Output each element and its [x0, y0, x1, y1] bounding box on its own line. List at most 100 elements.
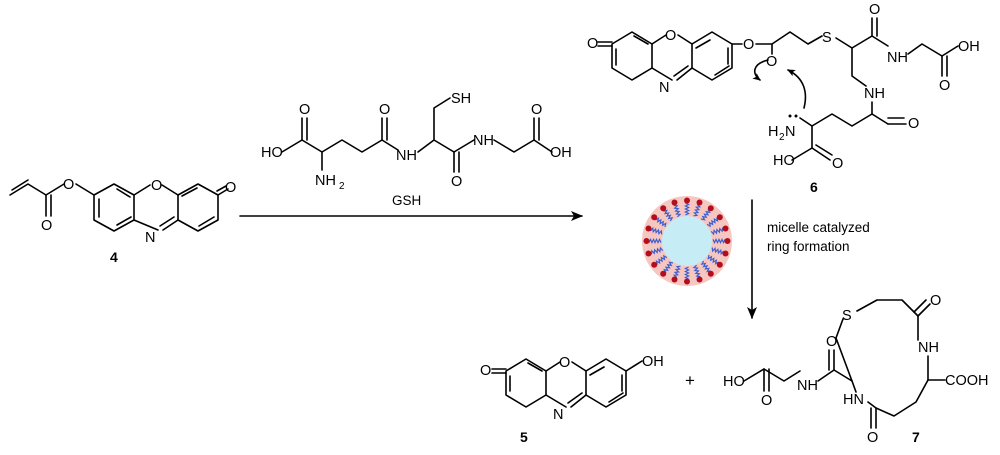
atom-label: O — [63, 177, 74, 193]
atom-label: O — [587, 36, 598, 52]
micelle-surfactant-head — [716, 261, 723, 268]
micelle-surfactant-tail — [692, 264, 701, 278]
atom-label: OH — [958, 39, 980, 55]
micelle-surfactant-tail — [683, 266, 691, 280]
atom-label: O — [869, 2, 880, 18]
micelle-surfactant-tail — [700, 209, 711, 221]
micelle-surfactant-head — [684, 197, 690, 204]
atom-label: N — [785, 124, 795, 140]
atom-label: OH — [642, 354, 664, 370]
micelle-surfactant-tail — [672, 265, 681, 279]
atom-label: O — [939, 78, 950, 94]
micelle-surfactant-tail — [663, 261, 674, 273]
compound-6-number: 6 — [810, 179, 818, 195]
micelle-surfactant-tail — [650, 246, 664, 255]
micelle-surfactant-head — [645, 225, 652, 232]
atom-subscript: 2 — [779, 132, 785, 143]
atom-label: NH — [918, 340, 939, 356]
atom-label: O — [531, 102, 542, 118]
micelle-core — [662, 216, 712, 266]
nucleophilic-attack-arrow — [787, 69, 807, 109]
atom-label: NH — [473, 133, 494, 149]
micelle-surfactant-head — [645, 250, 652, 257]
atom-label: O — [151, 178, 162, 194]
compound-7-number: 7 — [912, 429, 920, 445]
micelle-surfactant-tail — [700, 260, 711, 273]
atom-label: O — [761, 393, 772, 409]
atom-label: O — [299, 102, 310, 118]
micelle-surfactant-tail — [693, 203, 702, 217]
process-label-line1: micelle catalyzed — [767, 220, 870, 235]
compound-5-number: 5 — [520, 429, 528, 445]
atom-label: O — [451, 174, 462, 190]
atom-label: NH — [396, 148, 417, 164]
micelle-surfactant-head — [696, 276, 703, 283]
atom-label: HO — [723, 374, 745, 390]
micelle-surfactant-head — [696, 199, 703, 206]
micelle-surfactant-head — [722, 250, 729, 257]
compound-7-structure: HO O NH O S O NH COOH O HN 7 — [723, 293, 989, 446]
atom-label: O — [930, 293, 941, 309]
micelle-surfactant-tail — [707, 254, 719, 265]
atom-label: HN — [843, 392, 864, 408]
atom-label: NH — [887, 50, 908, 66]
micelle-surfactant-head — [643, 238, 650, 244]
micelle-surfactant-tail — [711, 247, 725, 256]
micelle-illustration — [642, 196, 732, 286]
micelle-surfactant-tail — [648, 237, 662, 245]
atom-label: N — [659, 80, 669, 96]
micelle-surfactant-tail — [649, 226, 663, 235]
micelle-surfactant-head — [707, 270, 714, 277]
micelle-surfactant-tail — [712, 237, 726, 245]
atom-label: O — [832, 156, 843, 172]
atom-label: O — [867, 430, 878, 446]
atom-label: O — [665, 28, 676, 44]
atom-label: O — [225, 180, 236, 196]
compound-4-number: 4 — [110, 249, 118, 265]
atom-subscript: 2 — [339, 181, 345, 192]
atom-label: NH — [797, 378, 818, 394]
micelle-surfactant-head — [660, 205, 667, 212]
atom-label: SH — [451, 91, 471, 107]
atom-label: O — [379, 102, 390, 118]
gsh-structure: HO O NH 2 O NH SH O NH O OH GSH — [261, 91, 572, 208]
micelle-surfactant-tail — [655, 254, 668, 265]
atom-label: O — [743, 37, 754, 53]
atom-label: HO — [773, 153, 795, 169]
atom-label: S — [842, 308, 852, 324]
micelle-surfactant-tail — [673, 204, 682, 218]
atom-label: S — [822, 30, 832, 46]
micelle-surfactant-tail — [663, 209, 674, 222]
atom-label: O — [826, 334, 837, 350]
micelle-surfactant-tail — [706, 217, 719, 228]
atom-label: OH — [550, 145, 572, 161]
atom-label: NH — [315, 173, 336, 189]
process-label-line2: ring formation — [767, 239, 850, 254]
micelle-surfactant-head — [671, 276, 678, 283]
compound-6-structure: O O N O O S O NH O OH NH O H 2 — [587, 2, 980, 195]
reagent-label: GSH — [392, 193, 421, 208]
micelle-surfactant-head — [651, 261, 658, 268]
atom-label: O — [41, 218, 52, 234]
micelle-surfactant-head — [707, 205, 714, 212]
micelle-surfactant-tail — [655, 217, 667, 228]
atom-label: N — [553, 407, 563, 423]
atom-label: NH — [864, 86, 885, 102]
atom-label: O — [908, 116, 919, 132]
atom-label: N — [145, 230, 155, 246]
atom-label: O — [559, 355, 570, 371]
micelle-surfactant-head — [722, 225, 729, 232]
plus-sign: + — [685, 371, 695, 390]
atom-label: HO — [261, 145, 283, 161]
micelle-surfactant-tail — [710, 227, 724, 236]
micelle-surfactant-head — [684, 278, 690, 285]
atom-label: O — [766, 54, 777, 70]
atom-label: COOH — [945, 373, 989, 389]
micelle-surfactant-head — [724, 238, 731, 244]
atom-label: O — [480, 363, 491, 379]
atom-label: H — [768, 124, 778, 140]
micelle-surfactant-head — [660, 270, 667, 277]
electron-push-arrow — [752, 59, 769, 81]
micelle-surfactant-head — [651, 214, 658, 221]
